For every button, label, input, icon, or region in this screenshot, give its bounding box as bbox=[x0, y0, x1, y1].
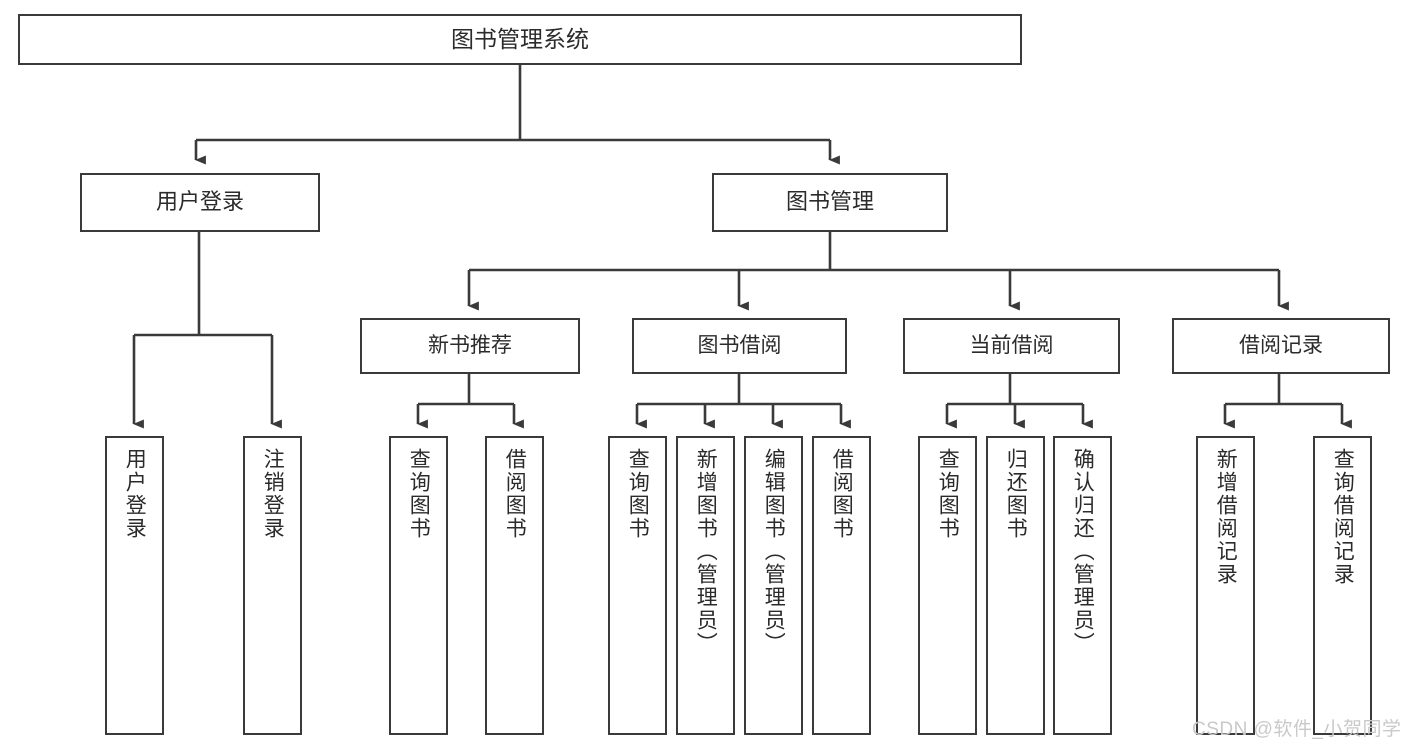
node-book-management[interactable]: 图书管理 bbox=[712, 173, 948, 232]
leaf-borrow-record-query[interactable]: 查询借阅记录 bbox=[1313, 436, 1372, 735]
node-current-borrow[interactable]: 当前借阅 bbox=[903, 318, 1120, 374]
node-root-system[interactable]: 图书管理系统 bbox=[18, 14, 1022, 65]
leaf-label: 借阅图书 bbox=[830, 448, 854, 540]
leaf-label: 新增图书（管理员） bbox=[694, 448, 718, 655]
leaf-borrow-record-add[interactable]: 新增借阅记录 bbox=[1196, 436, 1255, 735]
leaf-book-borrow-edit[interactable]: 编辑图书（管理员） bbox=[744, 436, 803, 735]
leaf-current-borrow-query[interactable]: 查询图书 bbox=[918, 436, 977, 735]
node-borrow-record[interactable]: 借阅记录 bbox=[1172, 318, 1390, 374]
leaf-book-borrow-query[interactable]: 查询图书 bbox=[608, 436, 667, 735]
leaf-label: 查询借阅记录 bbox=[1331, 448, 1355, 586]
node-book-borrow[interactable]: 图书借阅 bbox=[632, 318, 847, 374]
node-new-book-recommend[interactable]: 新书推荐 bbox=[360, 318, 580, 374]
leaf-new-book-borrow[interactable]: 借阅图书 bbox=[485, 436, 544, 735]
leaf-label: 编辑图书（管理员） bbox=[762, 448, 786, 655]
node-user-login[interactable]: 用户登录 bbox=[80, 173, 320, 232]
leaf-book-borrow-borrow[interactable]: 借阅图书 bbox=[812, 436, 871, 735]
leaf-label: 用户登录 bbox=[123, 448, 147, 540]
leaf-label: 归还图书 bbox=[1004, 448, 1028, 540]
leaf-user-login-login[interactable]: 用户登录 bbox=[105, 436, 164, 735]
leaf-current-borrow-return[interactable]: 归还图书 bbox=[986, 436, 1045, 735]
leaf-label: 查询图书 bbox=[626, 448, 650, 540]
leaf-label: 新增借阅记录 bbox=[1214, 448, 1238, 586]
leaf-label: 查询图书 bbox=[407, 448, 431, 540]
leaf-current-borrow-confirm[interactable]: 确认归还（管理员） bbox=[1053, 436, 1112, 735]
leaf-label: 借阅图书 bbox=[503, 448, 527, 540]
leaf-user-login-logout[interactable]: 注销登录 bbox=[243, 436, 302, 735]
leaf-new-book-query[interactable]: 查询图书 bbox=[389, 436, 448, 735]
leaf-label: 查询图书 bbox=[936, 448, 960, 540]
leaf-label: 确认归还（管理员） bbox=[1071, 448, 1095, 655]
leaf-book-borrow-add[interactable]: 新增图书（管理员） bbox=[676, 436, 735, 735]
leaf-label: 注销登录 bbox=[261, 448, 285, 540]
